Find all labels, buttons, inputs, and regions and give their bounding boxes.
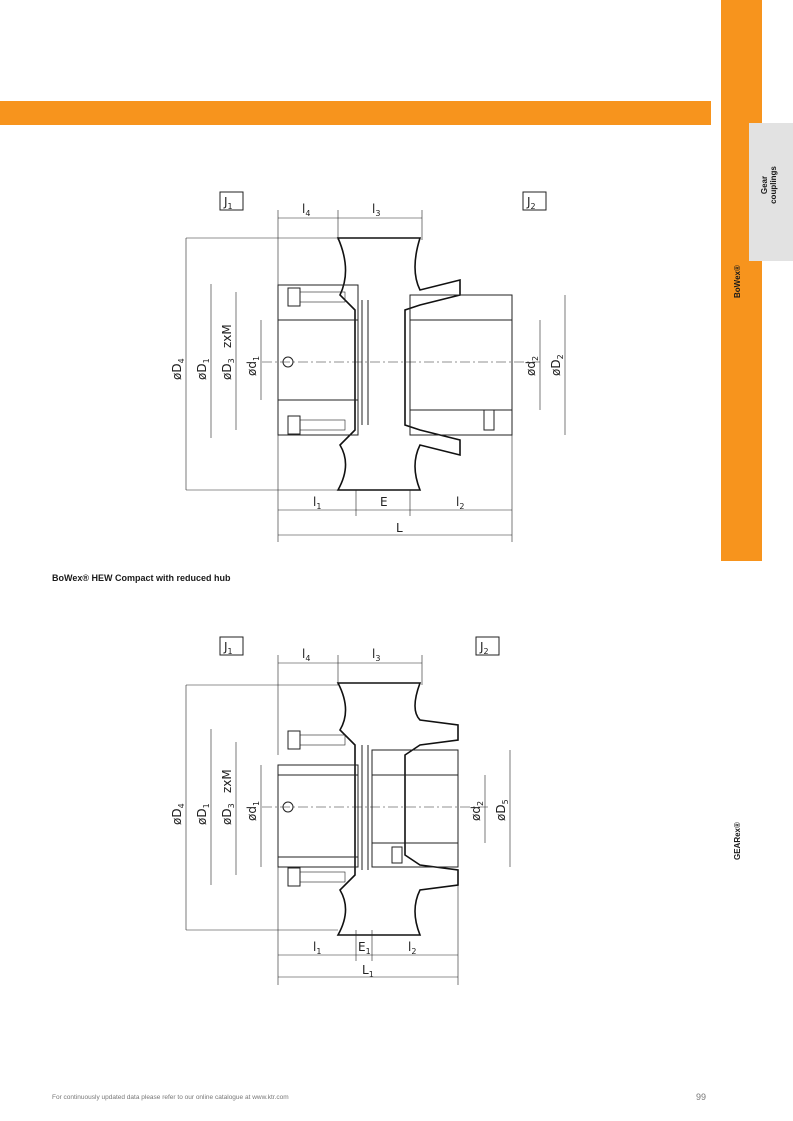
- dim-d3: øD3: [220, 803, 236, 825]
- left-hub-top: [277, 284, 359, 321]
- right-hub-bottom: [371, 842, 459, 868]
- sidebar-tab-gearex[interactable]: GEARex®: [733, 822, 742, 860]
- right-bore: [371, 774, 459, 844]
- dim-l4: l4: [302, 202, 310, 218]
- dim-L: L: [396, 521, 403, 535]
- right-hub-top: [409, 294, 513, 321]
- dim-d2-bore: ød2: [469, 801, 485, 821]
- set-screw-hole: [282, 356, 294, 368]
- coupling-drawing-top: J1 J2 l4 l3 øD4 øD1 øD3 zxM ød1 ød2 øD2: [170, 191, 566, 542]
- dim-d3: øD3: [220, 358, 236, 380]
- dim-l3: l3: [372, 647, 380, 663]
- gear-label-line2: couplings: [769, 166, 778, 204]
- dim-D5: øD5: [494, 799, 510, 821]
- screw-top: [287, 287, 301, 307]
- label-j2: J2: [479, 640, 489, 656]
- coupling-drawing-bottom: J1 J2 l4 l3 øD4 øD1 øD3 zxM ød1 ød2 øD5 …: [170, 636, 511, 985]
- ref-box-j1: [219, 191, 244, 211]
- dim-zxm: zxM: [220, 324, 234, 348]
- sidebar-tab-gear-couplings[interactable]: [749, 123, 793, 261]
- dim-d2-bore: ød2: [524, 356, 540, 376]
- dim-l2: l2: [456, 495, 464, 511]
- page-number: 99: [696, 1092, 707, 1102]
- ref-box-j1: [219, 636, 244, 656]
- dim-l4: l4: [302, 647, 310, 663]
- left-bore: [277, 319, 359, 401]
- screw-bottom: [287, 867, 301, 887]
- set-screw: [483, 409, 495, 431]
- dim-d1-outer: øD1: [195, 803, 211, 825]
- screw-bottom: [287, 415, 301, 435]
- dim-l1: l1: [313, 940, 321, 956]
- label-j1: J1: [223, 640, 233, 656]
- ref-box-j2: [475, 636, 500, 656]
- dim-d4: øD4: [170, 803, 186, 825]
- flex-sleeve: [336, 682, 459, 936]
- left-hub-top: [277, 764, 359, 776]
- dim-e1: E1: [358, 940, 371, 956]
- left-bore: [277, 764, 359, 868]
- set-screw: [391, 846, 403, 864]
- left-hub-bottom: [277, 856, 359, 868]
- screw-top: [287, 730, 301, 750]
- dim-d1-outer: øD1: [195, 358, 211, 380]
- dim-D2: øD2: [549, 354, 565, 376]
- dim-e: E: [380, 495, 388, 509]
- dim-l3: l3: [372, 202, 380, 218]
- footer-note: For continuously updated data please ref…: [52, 1094, 289, 1101]
- dim-d1-bore: ød1: [245, 801, 261, 821]
- dim-l1: l1: [313, 495, 321, 511]
- label-j1: J1: [223, 195, 233, 211]
- sidebar-tab-gear-label: Gear couplings: [760, 160, 778, 210]
- flex-sleeve: [336, 237, 461, 491]
- ref-box-j2: [522, 191, 547, 211]
- sidebar-tab-bowex[interactable]: BoWex®: [733, 265, 742, 298]
- right-hub-top: [371, 749, 459, 776]
- sidebar-orange-strip: [721, 0, 762, 561]
- gear-label-line1: Gear: [760, 175, 769, 195]
- dim-l2: l2: [408, 940, 416, 956]
- dim-d1-bore: ød1: [245, 356, 261, 376]
- dim-L1: L1: [362, 963, 374, 979]
- label-j2: J2: [526, 195, 536, 211]
- set-screw-hole: [282, 801, 294, 813]
- right-bore: [409, 319, 513, 411]
- dim-zxm: zxM: [220, 769, 234, 793]
- header-orange-band: [0, 101, 711, 125]
- dim-d4: øD4: [170, 358, 186, 380]
- figure-caption: BoWex® HEW Compact with reduced hub: [52, 573, 231, 583]
